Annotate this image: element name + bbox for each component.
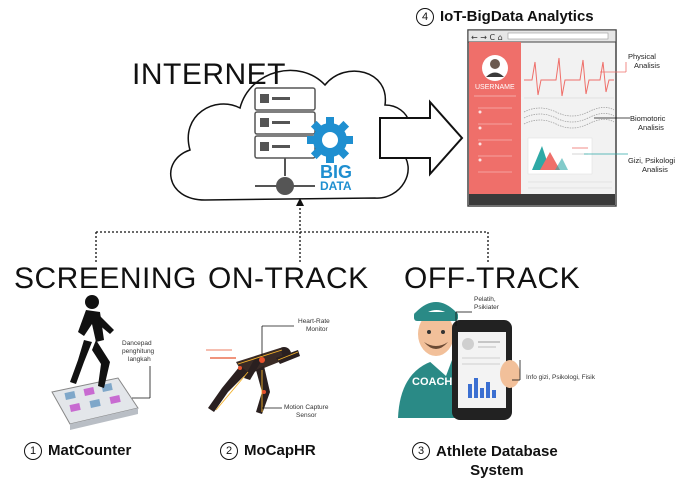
- dancepad-leader: [132, 366, 151, 399]
- dashboard-username: USERNAME: [475, 84, 515, 91]
- step-number-2: 2: [220, 442, 238, 460]
- biomotoric-annotation: Biomotoric Analisis: [630, 114, 665, 132]
- motion-line1: Motion Capture: [284, 404, 329, 411]
- pelatih-annotation: Pelatih, Psikiater: [474, 296, 499, 312]
- analytics-caption: 4 IoT-BigData Analytics: [416, 8, 594, 26]
- coach-label: COACH: [412, 376, 453, 388]
- dancepad-annotation: Dancepad penghitung langkah: [122, 340, 154, 364]
- arrow-to-analytics-icon: [379, 99, 464, 177]
- physical-line1: Physical: [628, 52, 656, 61]
- dancepad-icon: [51, 377, 139, 430]
- heart-rate-annotation: Heart-Rate Monitor: [298, 318, 330, 334]
- physical-annotation: Physical Analisis: [628, 52, 660, 70]
- athlete-db-title: Athlete Database System: [436, 442, 558, 480]
- big-data-line1: BIG: [320, 162, 353, 182]
- athlete-db-caption: 3 Athlete Database System: [412, 442, 558, 480]
- connection-lines: [95, 200, 489, 262]
- analytics-dashboard: ← → C ⌂: [467, 29, 617, 207]
- heart-rate-line1: Heart-Rate: [298, 318, 330, 325]
- pelatih-line2: Psikiater: [474, 304, 499, 311]
- matcounter-title: MatCounter: [48, 442, 132, 459]
- gizi-line1: Gizi, Psikologi: [628, 156, 676, 165]
- motion-annotation: Motion Capture Sensor: [284, 404, 328, 420]
- gizi-annotation: Gizi, Psikologi Analisis: [628, 156, 675, 174]
- motion-line2: Sensor: [296, 412, 317, 419]
- heart-rate-line2: Monitor: [306, 326, 328, 333]
- step-number-4: 4: [416, 8, 434, 26]
- coach-leaders: [455, 311, 521, 381]
- big-data-line2: DATA: [320, 179, 352, 193]
- sprinter-leaders: [261, 325, 294, 409]
- biomotoric-line1: Biomotoric: [630, 114, 666, 123]
- dashboard-annotation-lines: [584, 62, 630, 155]
- big-data-logo: BIG DATA: [320, 162, 353, 193]
- up-arrow-icon: [296, 198, 304, 206]
- step-number-1: 1: [24, 442, 42, 460]
- gizi-line2: Analisis: [642, 165, 668, 174]
- info-annotation: Info gizi, Psikologi, Fisik: [526, 374, 595, 381]
- biomotoric-line2: Analisis: [638, 123, 664, 132]
- step-number-3: 3: [412, 442, 430, 460]
- dancepad-line1: Dancepad: [122, 340, 152, 347]
- server-icon: [254, 87, 316, 195]
- dancepad-line2: penghitung: [122, 348, 155, 355]
- mocaphr-title: MoCapHR: [244, 442, 316, 459]
- on-track-label: ON-TRACK: [208, 262, 369, 295]
- gear-icon: [307, 117, 353, 163]
- athlete-db-line2: System: [470, 462, 524, 479]
- screening-label: SCREENING: [14, 262, 197, 295]
- phone-icon: [452, 320, 520, 420]
- athlete-db-line1: Athlete Database: [436, 443, 558, 460]
- physical-line2: Analisis: [634, 61, 660, 70]
- internet-label: INTERNET: [132, 58, 286, 91]
- svg-text:← → C ⌂: ← → C ⌂: [471, 33, 503, 42]
- analytics-title: IoT-BigData Analytics: [440, 8, 594, 25]
- mocaphr-caption: 2 MoCapHR: [220, 442, 316, 460]
- pelatih-line1: Pelatih,: [474, 296, 496, 303]
- off-track-label: OFF-TRACK: [404, 262, 581, 295]
- dancepad-line3: langkah: [128, 356, 151, 363]
- matcounter-caption: 1 MatCounter: [24, 442, 131, 460]
- sprinter-icon: [206, 347, 300, 414]
- runner-icon: [70, 295, 114, 388]
